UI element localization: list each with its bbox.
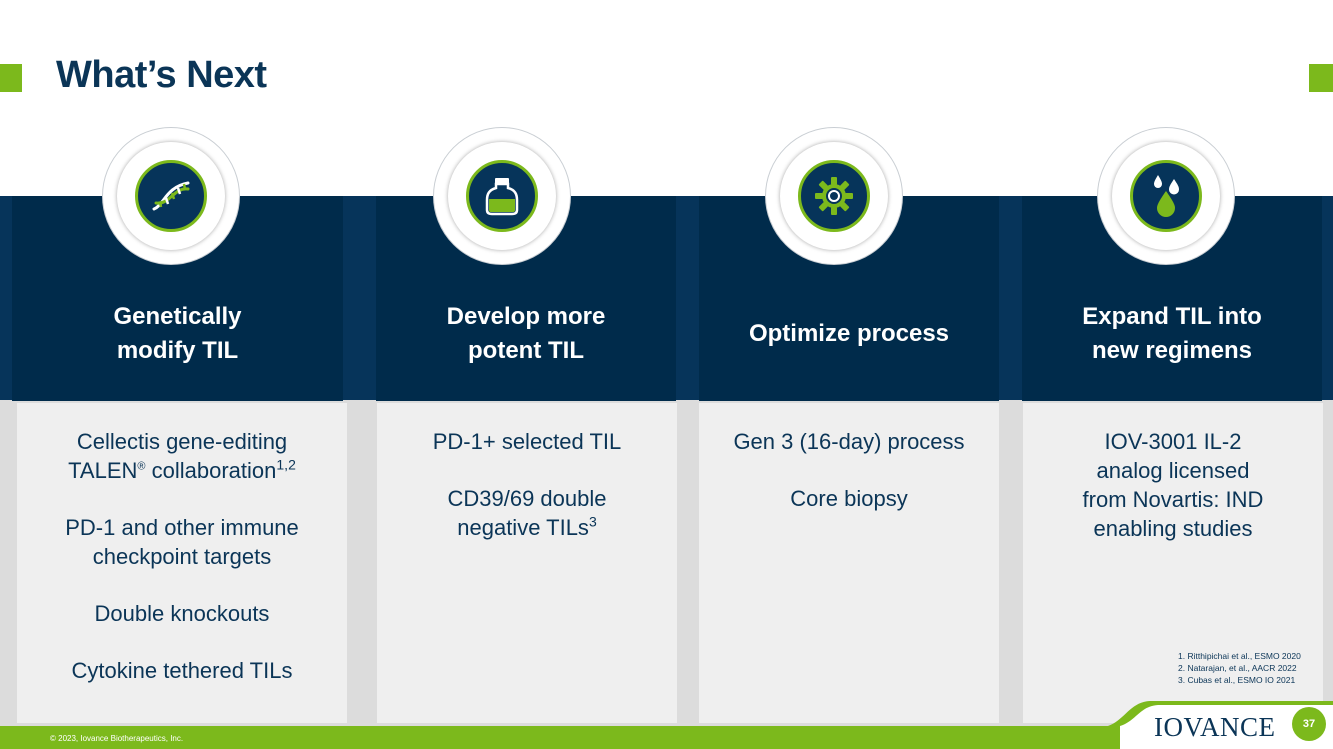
flask-icon [485,178,519,216]
list-item: Cellectis gene-editing TALEN® collaborat… [68,429,296,483]
dna-icon [152,181,190,211]
icon-badge-dna [102,127,240,265]
list-item: Double knockouts [94,601,270,626]
column-heading: Optimize process [748,320,950,347]
column-body-develop-potent: PD-1+ selected TIL CD39/69 double negati… [377,403,677,723]
column-body-optimize-process: Gen 3 (16-day) process Core biopsy [699,403,999,723]
iovance-logo: IOVANCE [1154,712,1276,742]
page-number-badge: 37 [1292,707,1326,741]
footnotes: 1. Ritthipichai et al., ESMO 2020 2. Nat… [1178,650,1301,686]
list-item: IOV-3001 IL-2 analog licensed from Novar… [1082,429,1264,541]
list-item: CD39/69 double negative TILs3 [447,486,607,540]
list-item: PD-1 and other immune checkpoint targets [65,515,299,569]
icon-badge-droplets [1097,127,1235,265]
footer-bar [0,726,1333,749]
column-header-optimize-process: Optimize process [699,196,999,401]
icon-badge-gear [765,127,903,265]
page-title: What’s Next [56,54,267,96]
column-body-genetically-modify: Cellectis gene-editing TALEN® collaborat… [17,403,347,723]
list-item: Gen 3 (16-day) process [733,429,965,454]
column-heading: Expand TIL into new regimens [1082,303,1262,364]
gear-icon [815,177,853,215]
column-heading: Genetically modify TIL [113,303,242,364]
list-item: Cytokine tethered TILs [71,658,293,683]
column-heading: Develop more potent TIL [446,303,606,364]
left-accent-bar [0,64,22,92]
copyright-text: © 2023, Iovance Biotherapeutics, Inc. [50,734,184,743]
column-body-expand-til: IOV-3001 IL-2 analog licensed from Novar… [1023,403,1323,723]
footnote: 3. Cubas et al., ESMO IO 2021 [1178,675,1296,685]
column-header-develop-potent: Develop more potent TIL [376,196,676,401]
right-accent-bar [1309,64,1333,92]
list-item: PD-1+ selected TIL [432,429,622,454]
icon-badge-flask [433,127,571,265]
droplets-icon [1154,175,1179,217]
footnote: 2. Natarajan, et al., AACR 2022 [1178,663,1297,673]
footnote: 1. Ritthipichai et al., ESMO 2020 [1178,651,1301,661]
list-item: Core biopsy [790,486,908,511]
column-header-genetically-modify: Genetically modify TIL [12,196,343,401]
